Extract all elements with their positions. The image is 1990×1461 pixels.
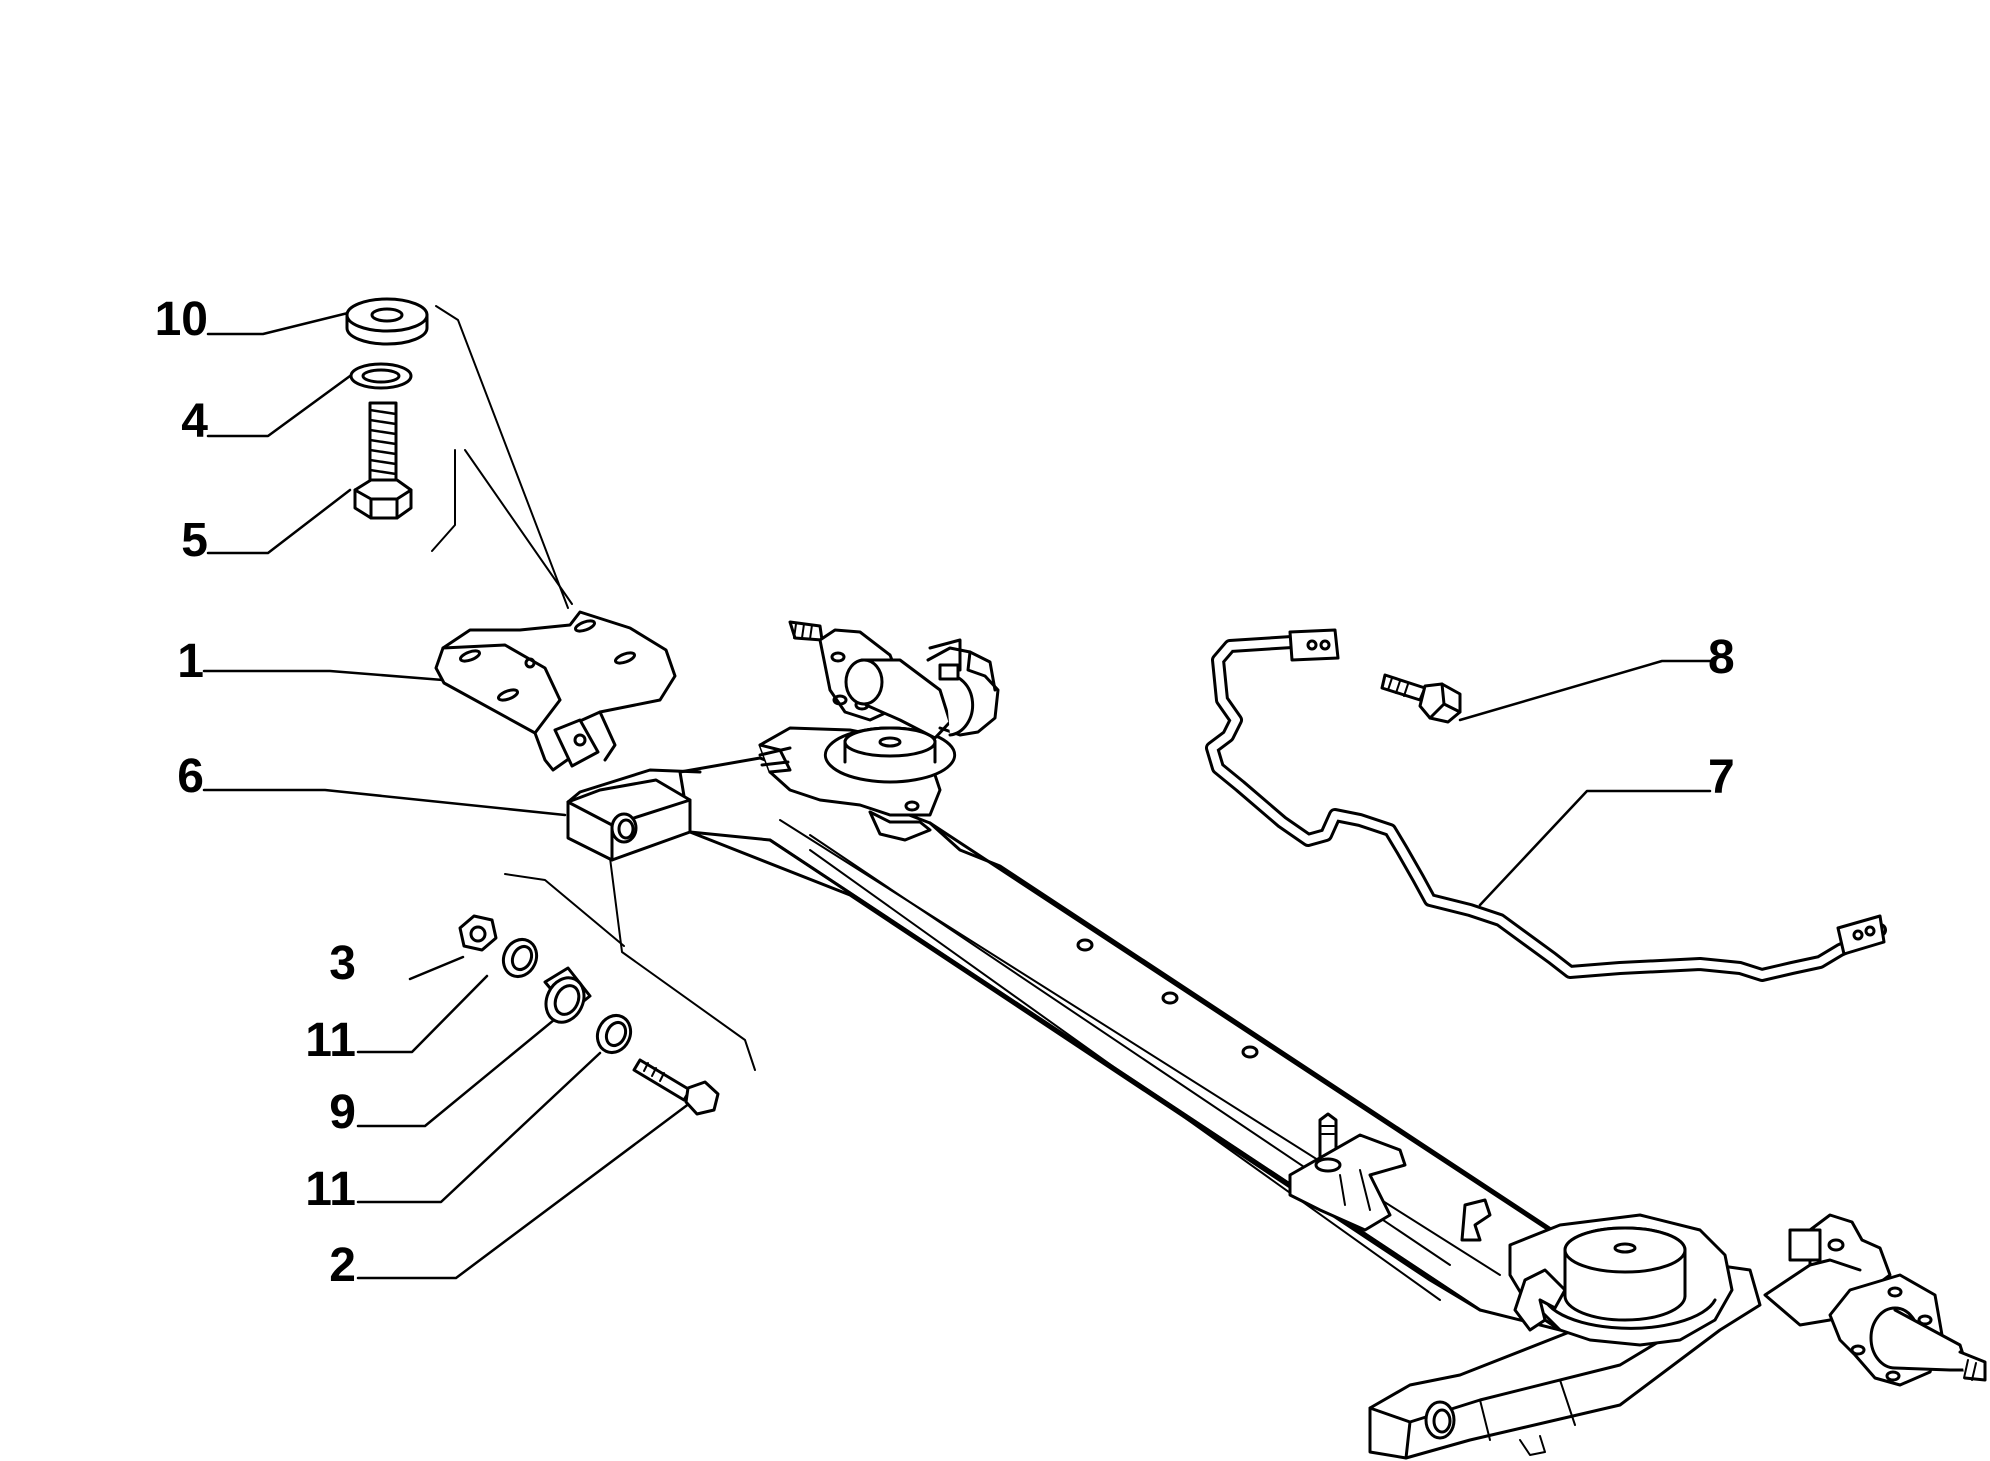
mounting-bracket-1 — [434, 610, 677, 772]
callout-4: 4 — [181, 395, 208, 448]
callout-11-lower: 11 — [305, 1163, 356, 1216]
axle-beam — [566, 756, 1762, 1460]
callout-2: 2 — [329, 1239, 356, 1292]
right-wheel-hub — [1763, 1213, 1987, 1387]
center-mount-bracket — [1288, 1112, 1492, 1242]
washer-11-b — [595, 1014, 633, 1054]
bushing-9 — [543, 966, 592, 1024]
spring-washer-4 — [349, 362, 413, 390]
callout-9: 9 — [329, 1086, 356, 1139]
bolt-5 — [353, 401, 413, 520]
callout-5: 5 — [181, 514, 208, 567]
callout-3: 3 — [329, 937, 356, 990]
right-spring-seat — [1508, 1213, 1734, 1347]
callout-7: 7 — [1708, 751, 1735, 804]
assembly-guide-lines — [431, 305, 756, 1071]
anti-roll-bar-7 — [1205, 628, 1887, 982]
leader-lines — [202, 310, 1712, 1280]
callout-11-upper: 11 — [305, 1014, 356, 1067]
callout-10: 10 — [154, 293, 208, 346]
left-wheel-hub — [788, 620, 1000, 740]
left-spring-seat — [758, 726, 957, 842]
callout-6: 6 — [177, 750, 204, 803]
large-washer-10 — [345, 297, 429, 346]
bolt-2 — [632, 1058, 720, 1116]
washer-11-a — [501, 938, 539, 978]
callout-1: 1 — [177, 635, 204, 688]
callout-8: 8 — [1708, 631, 1735, 684]
bolt-8 — [1380, 673, 1462, 724]
nut-3 — [458, 914, 498, 952]
